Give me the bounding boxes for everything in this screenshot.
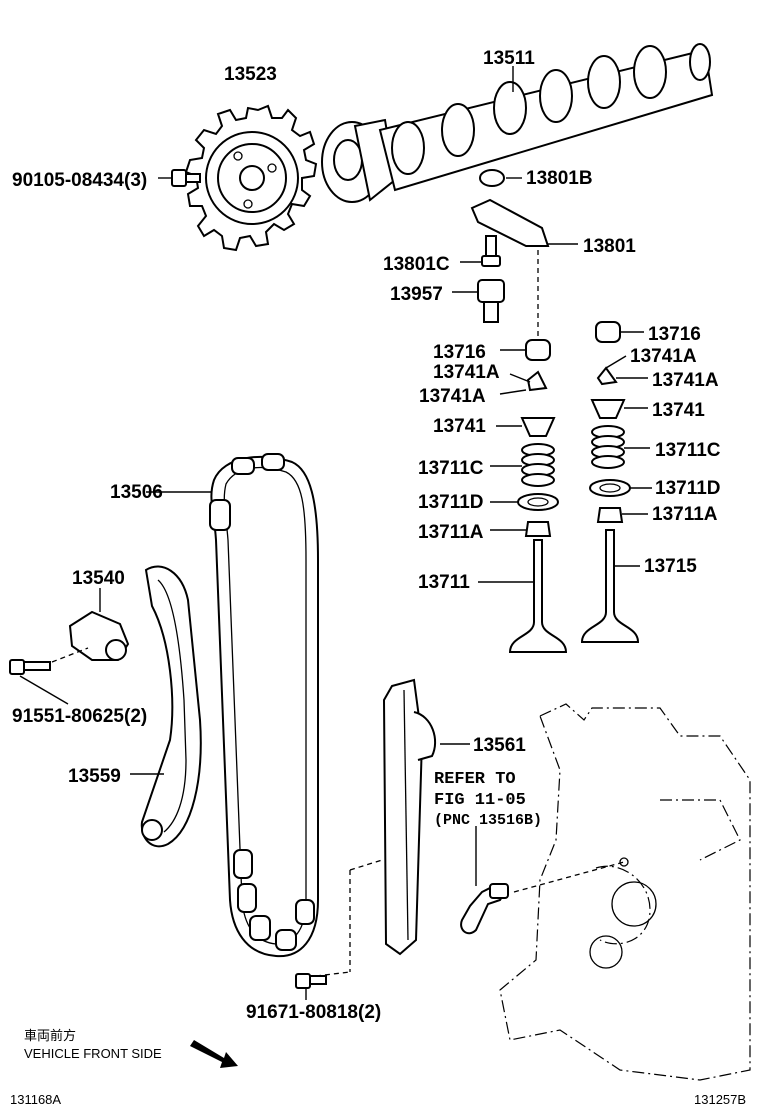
bolt-91551-80625 [9, 659, 69, 705]
label-13801: 13801 [583, 236, 636, 257]
front-indicator-japanese: 車両前方 [24, 1028, 76, 1043]
front-indicator-english: VEHICLE FRONT SIDE [24, 1046, 162, 1061]
label-13711a-left: 13711A [418, 522, 484, 543]
label-13741a-right-bottom: 13741A [652, 370, 719, 391]
figure-code-left: 131168A [10, 1092, 61, 1107]
cam-sprocket-13523 [184, 104, 318, 252]
figure-code-right: 131257B [694, 1092, 746, 1107]
camshaft-13511 [321, 43, 714, 203]
rocker-arm-13801 [470, 198, 578, 338]
label-13523: 13523 [224, 64, 277, 85]
label-13716-left: 13716 [433, 342, 486, 363]
bolt-91671-80818 [295, 973, 327, 1000]
refer-note-line3: (PNC 13516B) [434, 812, 542, 829]
label-90105-08434: 90105-08434(3) [12, 170, 147, 191]
label-13741a-left-bottom: 13741A [419, 386, 486, 407]
label-13741a-left-top: 13741A [433, 362, 500, 383]
label-13711a-right: 13711A [652, 504, 718, 525]
tensioner-13540 [51, 588, 130, 663]
chain-damper-13561 [315, 678, 470, 977]
label-13741a-right-top: 13741A [630, 346, 697, 367]
label-91551-80625: 91551-80625(2) [12, 706, 147, 727]
bolt-13801c [460, 235, 501, 267]
label-13511: 13511 [483, 48, 535, 69]
valve-stack-intake [478, 339, 568, 653]
label-13716-right: 13716 [648, 324, 701, 345]
label-13561: 13561 [473, 735, 526, 756]
bolt-90105-08434 [158, 169, 201, 187]
label-13801b: 13801B [526, 168, 593, 189]
label-13741-right: 13741 [652, 400, 705, 421]
nut-13801b [479, 169, 522, 187]
label-13741-left: 13741 [433, 416, 486, 437]
label-13711d-right: 13711D [655, 478, 721, 499]
label-13711d-left: 13711D [418, 492, 484, 513]
label-13506: 13506 [110, 482, 163, 503]
refer-note-line1: REFER TO [434, 770, 516, 789]
adjuster-13957 [452, 279, 505, 323]
label-91671-80818: 91671-80818(2) [246, 1002, 381, 1023]
label-13801c: 13801C [383, 254, 450, 275]
refer-note-line2: FIG 11-05 [434, 791, 526, 810]
valve-stack-exhaust [580, 321, 652, 643]
label-13711c-left: 13711C [418, 458, 484, 479]
label-13540: 13540 [72, 568, 125, 589]
label-13715: 13715 [644, 556, 697, 577]
label-13957: 13957 [390, 284, 443, 305]
timing-chain-13506 [146, 453, 319, 958]
engine-block-outline [499, 703, 751, 1081]
oil-jet-pipe [460, 826, 509, 935]
vehicle-front-arrow-icon [190, 1040, 238, 1068]
label-13711c-right: 13711C [655, 440, 721, 461]
chain-slipper-13559 [130, 565, 202, 848]
label-13559: 13559 [68, 766, 121, 787]
label-13711: 13711 [418, 572, 470, 593]
